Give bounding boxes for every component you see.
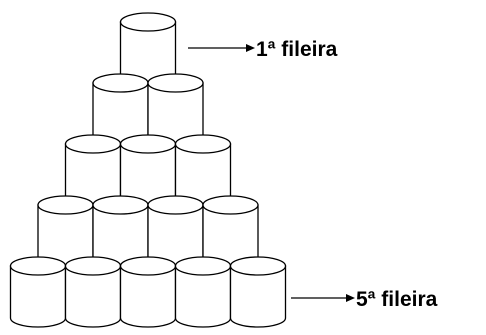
can <box>37 195 94 267</box>
can <box>119 256 177 328</box>
label-fifth-row: 5ª fileira <box>356 288 438 311</box>
arrow-top-icon <box>188 44 255 52</box>
can <box>9 256 67 328</box>
arrow-bottom-icon <box>291 294 355 302</box>
can <box>174 256 232 328</box>
can <box>147 195 204 267</box>
can <box>64 134 122 206</box>
label-first-row: 1ª fileira <box>256 38 338 61</box>
can <box>229 256 287 328</box>
can <box>92 195 149 267</box>
can <box>174 134 232 206</box>
can <box>202 195 259 267</box>
can <box>64 256 122 328</box>
can <box>147 73 204 145</box>
cans-group <box>9 12 287 328</box>
can <box>119 12 177 84</box>
can <box>119 134 177 206</box>
can <box>92 73 149 145</box>
